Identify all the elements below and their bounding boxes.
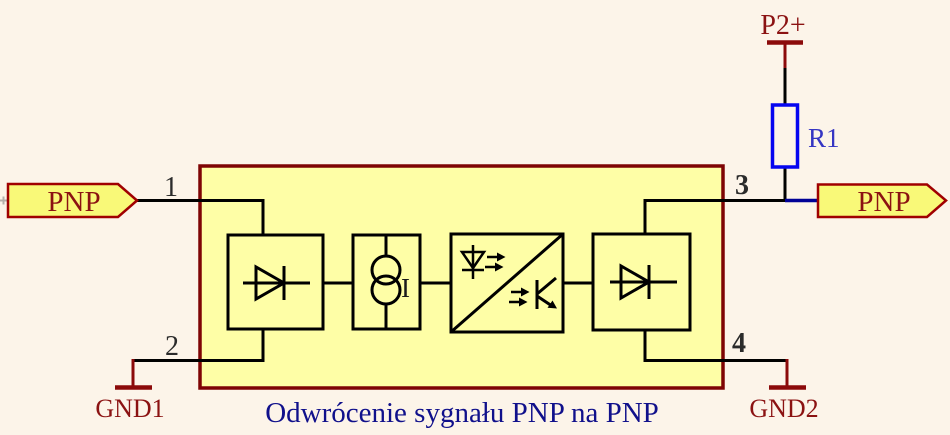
- ground-symbol-2: GND2: [749, 359, 819, 423]
- pin-number-2: 2: [165, 331, 179, 362]
- diode-triangle-icon: [619, 263, 653, 301]
- optocoupler-box: [449, 232, 565, 334]
- wire-pin3: [643, 199, 785, 234]
- optocoupler-diagonal: [450, 232, 564, 334]
- supply-symbol: P2+: [760, 10, 806, 68]
- wire-pin2: [133, 329, 265, 362]
- current-source-symbol: I: [351, 233, 422, 331]
- output-diode-box: [591, 232, 692, 332]
- gnd2-label: GND2: [749, 394, 818, 423]
- net-flag-output: PNP: [816, 183, 948, 219]
- net-flag-input-shape: [6, 182, 139, 219]
- light-arrow-icon: [495, 262, 504, 272]
- supply-label: P2+: [760, 10, 805, 41]
- optocoupler-module-body: [198, 164, 725, 390]
- light-arrow-icon: [519, 297, 528, 307]
- schematic-caption: Odwrócenie sygnału PNP na PNP: [265, 397, 659, 429]
- output-diode-symbol: [591, 232, 692, 332]
- current-source-circle-bottom: [370, 274, 402, 306]
- current-source-circle-top: [370, 254, 402, 286]
- resistor-body: [770, 103, 800, 169]
- net-flag-input: PNP: [6, 182, 139, 219]
- current-source-label: I: [401, 273, 410, 303]
- pin-number-1: 1: [164, 172, 178, 203]
- emitter-arrow-icon: [547, 300, 557, 309]
- ground-symbol-1: GND1: [95, 359, 165, 423]
- wire-pin1: [137, 199, 265, 235]
- net-flag-output-label: PNP: [857, 186, 910, 218]
- phototransistor-symbol: [509, 276, 557, 309]
- pin-number-4: 4: [732, 328, 746, 359]
- gnd1-label: GND1: [95, 394, 164, 423]
- net-flag-input-label: PNP: [47, 186, 100, 218]
- input-diode-box: [226, 233, 325, 331]
- wire-pin4: [643, 330, 787, 362]
- resistor-symbol: R1: [770, 103, 840, 169]
- light-arrow-icon: [497, 252, 506, 262]
- origin-cross-icon: [0, 196, 7, 205]
- wires: [133, 68, 818, 362]
- resistor-ref-label: R1: [808, 123, 840, 153]
- net-flag-output-shape: [816, 183, 948, 219]
- led-symbol: [459, 245, 506, 279]
- input-diode-symbol: [226, 233, 325, 331]
- light-arrow-icon: [521, 287, 530, 297]
- pin-number-3: 3: [735, 170, 749, 201]
- optocoupler-symbol: [449, 232, 565, 334]
- diode-triangle-icon: [254, 264, 288, 302]
